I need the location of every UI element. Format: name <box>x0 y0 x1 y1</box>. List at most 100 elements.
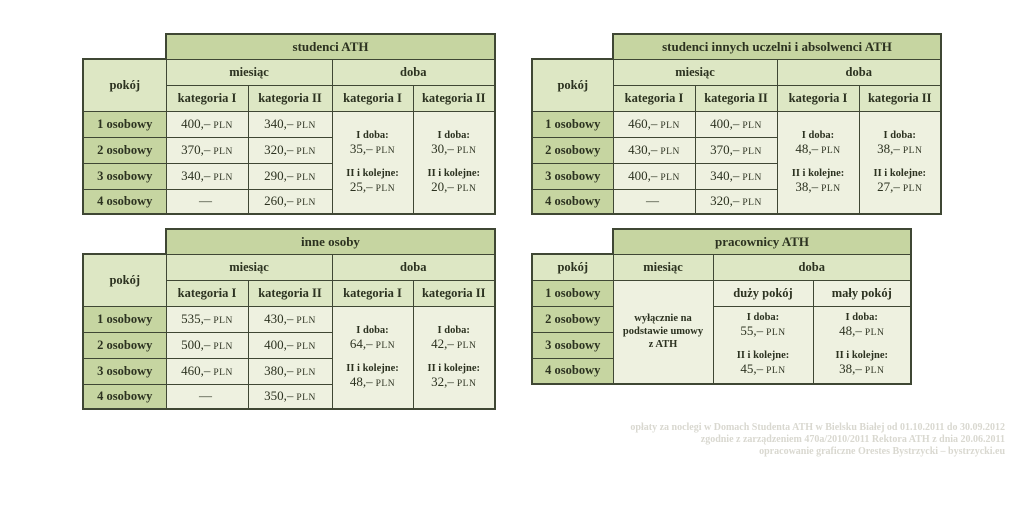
price-value: 38,– <box>877 140 900 156</box>
currency-label: PLN <box>821 145 841 156</box>
first-day-rate: I doba: 55,–PLN <box>714 311 813 340</box>
table-title: pracownicy ATH <box>612 228 912 255</box>
table-studenci-ath: studenci ATH pokój miesiąc doba kategori… <box>82 33 496 215</box>
col-header-room: pokój <box>531 58 614 112</box>
room-type-cell: 1 osobowy <box>82 305 167 333</box>
rate-label: II i kolejne: <box>346 362 399 374</box>
table-pracownicy-ath: pracownicy ATH pokój miesiąc doba 1 osob… <box>531 228 912 385</box>
col-header-room: pokój <box>82 58 167 112</box>
currency-label: PLN <box>296 147 316 157</box>
first-day-rate: I doba: 30,–PLN <box>414 129 495 158</box>
currency-label: PLN <box>660 121 680 131</box>
col-header-day: doba <box>331 58 496 86</box>
col-header-month-cat1: kategoria I <box>165 84 249 112</box>
price-value: — <box>646 193 659 209</box>
price-value: 370,– <box>181 142 211 157</box>
room-type-cell: 2 osobowy <box>82 331 167 359</box>
next-days-rate: II i kolejne: 38,–PLN <box>778 167 859 196</box>
rate-value: 27,–PLN <box>860 180 941 196</box>
price-value: 27,– <box>877 178 900 194</box>
currency-label: PLN <box>902 145 923 156</box>
rate-value: 30,–PLN <box>414 142 495 158</box>
rate-label: II i kolejne: <box>427 362 481 374</box>
first-day-rate: I doba: 42,–PLN <box>414 324 495 353</box>
currency-label: PLN <box>375 183 396 194</box>
currency-label: PLN <box>296 173 316 183</box>
col-header-month: miesiąc <box>165 253 333 281</box>
price-value: 64,– <box>349 335 373 351</box>
next-days-rate: II i kolejne: 48,–PLN <box>333 362 413 391</box>
currency-label: PLN <box>742 147 762 157</box>
price-value: 25,– <box>349 178 373 194</box>
col-header-room: pokój <box>82 253 167 307</box>
price-value: 20,– <box>431 178 454 194</box>
price-cell: 500,–PLN <box>165 331 249 359</box>
room-type-cell: 3 osobowy <box>82 357 167 385</box>
col-header-day-cat2: kategoria II <box>412 279 496 307</box>
col-header-month-cat2: kategoria II <box>694 84 778 112</box>
price-value: 32,– <box>431 373 454 389</box>
price-value: 38,– <box>795 178 819 194</box>
day-rates-cell-small-room: I doba: 48,–PLN II i kolejne: 38,–PLN <box>812 305 912 385</box>
price-cell: — <box>165 383 249 410</box>
rate-value: 48,–PLN <box>778 142 859 158</box>
price-cell: 400,–PLN <box>247 331 333 359</box>
room-type-cell: 4 osobowy <box>531 357 614 385</box>
rate-value: 38,–PLN <box>860 142 941 158</box>
first-day-rate: I doba: 35,–PLN <box>333 129 413 158</box>
currency-label: PLN <box>375 378 396 389</box>
first-day-rate: I doba: 64,–PLN <box>333 324 413 353</box>
price-cell: — <box>165 188 249 215</box>
day-rates-cell-cat1: I doba: 64,–PLN II i kolejne: 48,–PLN <box>331 305 414 410</box>
col-header-month-cat1: kategoria I <box>165 279 249 307</box>
currency-label: PLN <box>375 145 396 156</box>
day-rates-cell-cat2: I doba: 42,–PLN II i kolejne: 32,–PLN <box>412 305 496 410</box>
corner-spacer <box>83 229 166 254</box>
table-title: studenci innych uczelni i absolwenci ATH <box>612 33 942 60</box>
day-rates-cell-big-room: I doba: 55,–PLN II i kolejne: 45,–PLN <box>712 305 814 385</box>
currency-label: PLN <box>456 340 477 351</box>
price-cell: 340,–PLN <box>165 162 249 190</box>
col-header-day-cat1: kategoria I <box>776 84 860 112</box>
rate-value: 42,–PLN <box>414 337 495 353</box>
price-cell: 370,–PLN <box>165 136 249 164</box>
next-days-rate: II i kolejne: 27,–PLN <box>860 167 941 196</box>
price-value: — <box>199 193 212 209</box>
rate-label: II i kolejne: <box>791 167 845 179</box>
price-value: 320,– <box>264 142 294 157</box>
price-value: 48,– <box>839 323 862 339</box>
col-header-day: doba <box>776 58 942 86</box>
table-inne-osoby: inne osoby pokój miesiąc doba kategoria … <box>82 228 496 410</box>
price-value: 500,– <box>181 337 211 352</box>
footer-note: opłaty za noclegi w Domach Studenta ATH … <box>630 422 1005 458</box>
currency-label: PLN <box>864 366 885 377</box>
col-header-month-cat1: kategoria I <box>612 84 696 112</box>
price-cell: 430,–PLN <box>612 136 696 164</box>
room-type-cell: 1 osobowy <box>531 279 614 307</box>
currency-label: PLN <box>456 183 477 194</box>
price-cell: 400,–PLN <box>612 162 696 190</box>
currency-label: PLN <box>742 173 762 183</box>
table-title: studenci ATH <box>165 33 496 60</box>
month-note-cell: wyłącznie na podstawie umowy z ATH <box>612 279 714 385</box>
currency-label: PLN <box>213 147 233 157</box>
col-header-day-cat2: kategoria II <box>412 84 496 112</box>
col-header-day-cat1: kategoria I <box>331 279 414 307</box>
currency-label: PLN <box>213 121 233 131</box>
col-header-day: doba <box>331 253 496 281</box>
col-header-day-cat2: kategoria II <box>858 84 942 112</box>
price-value: 460,– <box>181 363 211 378</box>
currency-label: PLN <box>296 342 316 352</box>
rate-label: I doba: <box>356 324 389 336</box>
room-type-cell: 1 osobowy <box>82 110 167 138</box>
currency-label: PLN <box>375 340 396 351</box>
day-rates-cell-cat1: I doba: 48,–PLN II i kolejne: 38,–PLN <box>776 110 860 215</box>
rate-label: I doba: <box>746 312 780 324</box>
currency-label: PLN <box>456 378 477 389</box>
next-days-rate: II i kolejne: 20,–PLN <box>414 167 495 196</box>
currency-label: PLN <box>864 328 885 339</box>
rate-value: 38,–PLN <box>814 362 911 378</box>
rate-value: 25,–PLN <box>333 180 413 196</box>
table-studenci-innych-uczelni: studenci innych uczelni i absolwenci ATH… <box>531 33 942 215</box>
